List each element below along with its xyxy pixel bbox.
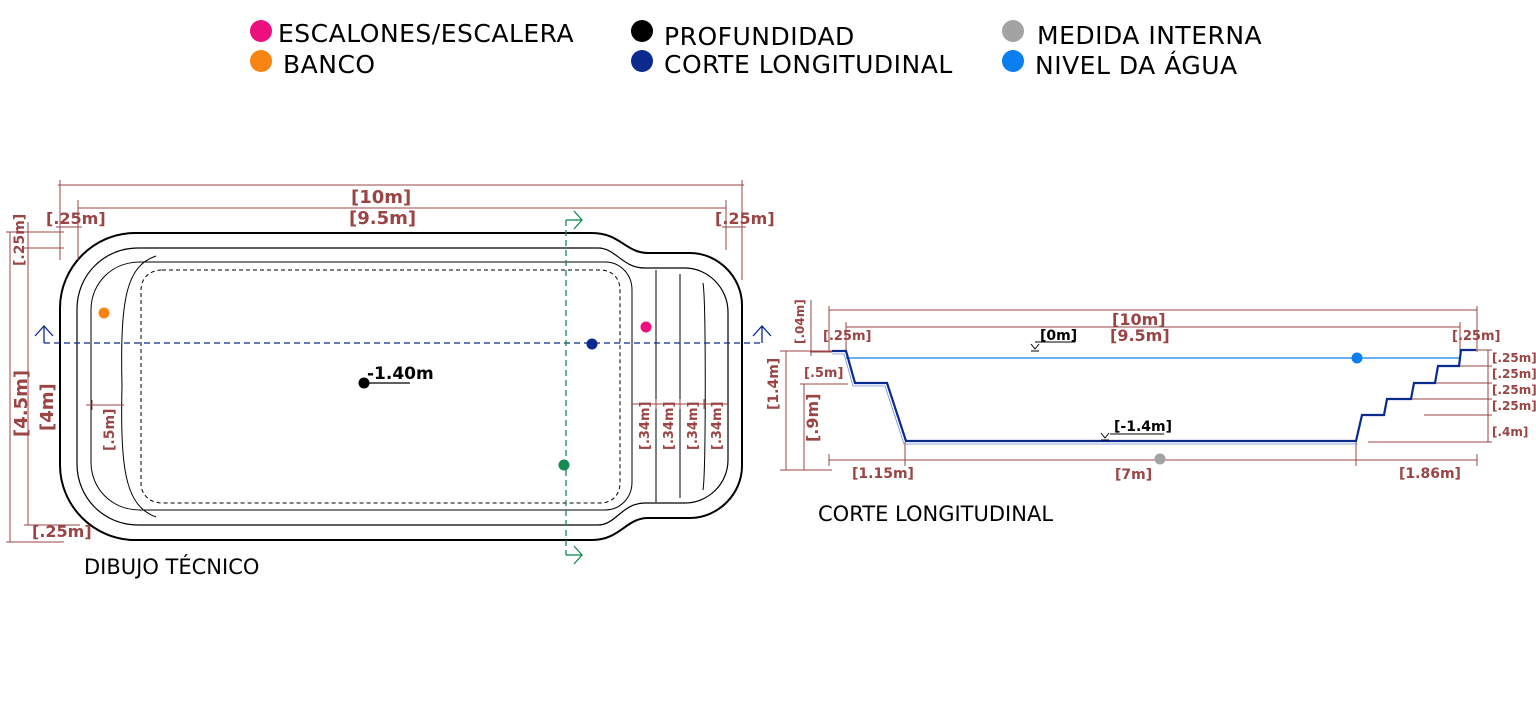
plan-inner-width: [4m] bbox=[37, 383, 58, 431]
section-bench-height: [.5m] bbox=[804, 366, 843, 381]
section-floor-length: [7m] bbox=[1115, 467, 1152, 483]
plan-step-width-2: [.34m] bbox=[662, 402, 677, 450]
plan-step-width-4: [.34m] bbox=[710, 402, 725, 450]
legend-dot-escalones bbox=[250, 20, 272, 42]
legend: ESCALONES/ESCALERA BANCO PROFUNDIDAD COR… bbox=[250, 19, 1262, 80]
plan-step-lines bbox=[655, 270, 706, 502]
plan-right-wall: [.25m] bbox=[715, 209, 775, 228]
water-level-label: [0m] bbox=[1040, 328, 1077, 344]
legend-dot-corte bbox=[631, 50, 653, 72]
plan-caption: DIBUJO TÉCNICO bbox=[84, 554, 259, 579]
legend-label-profundidad: PROFUNDIDAD bbox=[664, 22, 855, 51]
section-step-height-1: [.25m] bbox=[1492, 351, 1536, 365]
section-step-height-4: [.25m] bbox=[1492, 399, 1536, 413]
cross-section-marker bbox=[558, 459, 570, 471]
section-marker bbox=[586, 338, 598, 350]
section-caption: CORTE LONGITUDINAL bbox=[818, 502, 1053, 526]
section-lip: [.04m] bbox=[793, 299, 807, 344]
section-floor-to-bench: [.9m] bbox=[803, 393, 822, 442]
plan-floor-outline bbox=[140, 269, 621, 504]
section-step-height-2: [.25m] bbox=[1492, 367, 1536, 381]
section-step-height-3: [.25m] bbox=[1492, 383, 1536, 397]
inner-length-marker bbox=[1154, 453, 1166, 465]
section-left-wall: [.25m] bbox=[823, 329, 871, 344]
water-level-marker bbox=[1351, 352, 1363, 364]
section-total-depth: [1.4m] bbox=[766, 358, 782, 410]
section-arrow-right-icon bbox=[752, 325, 772, 343]
plan-total-length: [10m] bbox=[351, 187, 411, 208]
legend-dot-profundidad bbox=[631, 20, 653, 42]
steps-marker bbox=[640, 321, 652, 333]
plan-coping-line bbox=[90, 261, 633, 511]
bench-marker bbox=[98, 307, 110, 319]
section-total-length: [10m] bbox=[1112, 310, 1166, 329]
floor-level-label: [-1.4m] bbox=[1114, 419, 1172, 435]
plan-step-width-1: [.34m] bbox=[638, 402, 653, 450]
section-right-steps: [1.86m] bbox=[1399, 466, 1461, 482]
section-step-height-5: [.4m] bbox=[1492, 425, 1528, 439]
plan-total-width: [4.5m] bbox=[11, 370, 32, 437]
section-view: [0m] [-1.4m] [10m] [9.5m] [.25m] [.25m] … bbox=[766, 299, 1536, 526]
plan-view: -1.40m [10m bbox=[6, 180, 775, 579]
plan-step-width-3: [.34m] bbox=[686, 402, 701, 450]
legend-label-nivel: NIVEL DA ÁGUA bbox=[1035, 51, 1238, 80]
section-arrow-left-icon bbox=[34, 325, 54, 343]
legend-label-medida: MEDIDA INTERNA bbox=[1037, 21, 1262, 50]
cross-arrow-bottom-icon bbox=[566, 545, 583, 565]
plan-bottom-wall: [.25m] bbox=[32, 522, 92, 541]
plan-inner-length: [9.5m] bbox=[349, 208, 416, 229]
section-profile bbox=[832, 348, 1476, 443]
plan-top-wall: [.25m] bbox=[12, 214, 28, 266]
section-inner-length: [9.5m] bbox=[1110, 326, 1170, 345]
legend-label-escalones: ESCALONES/ESCALERA bbox=[278, 19, 574, 48]
section-left-ramp: [1.15m] bbox=[852, 466, 914, 482]
section-profile-inner bbox=[832, 353, 1358, 445]
plan-inner-outline bbox=[76, 247, 729, 526]
depth-label: -1.40m bbox=[367, 364, 434, 384]
legend-label-banco: BANCO bbox=[283, 50, 376, 79]
plan-bench-depth: [.5m] bbox=[102, 409, 118, 451]
plan-outer-outline bbox=[59, 232, 743, 541]
legend-label-corte: CORTE LONGITUDINAL bbox=[664, 50, 953, 79]
section-dimension-lines bbox=[780, 300, 1492, 471]
cross-arrow-top-icon bbox=[566, 210, 583, 230]
legend-dot-banco bbox=[250, 50, 272, 72]
legend-dot-nivel bbox=[1002, 50, 1024, 72]
plan-bench-curve bbox=[121, 255, 157, 518]
section-right-wall: [.25m] bbox=[1452, 329, 1500, 344]
plan-left-wall: [.25m] bbox=[46, 209, 106, 228]
plan-dimension-lines bbox=[6, 180, 746, 543]
floor-level-symbol-icon bbox=[1100, 432, 1164, 441]
water-level-symbol-icon bbox=[1030, 341, 1075, 352]
legend-dot-medida bbox=[1002, 20, 1024, 42]
